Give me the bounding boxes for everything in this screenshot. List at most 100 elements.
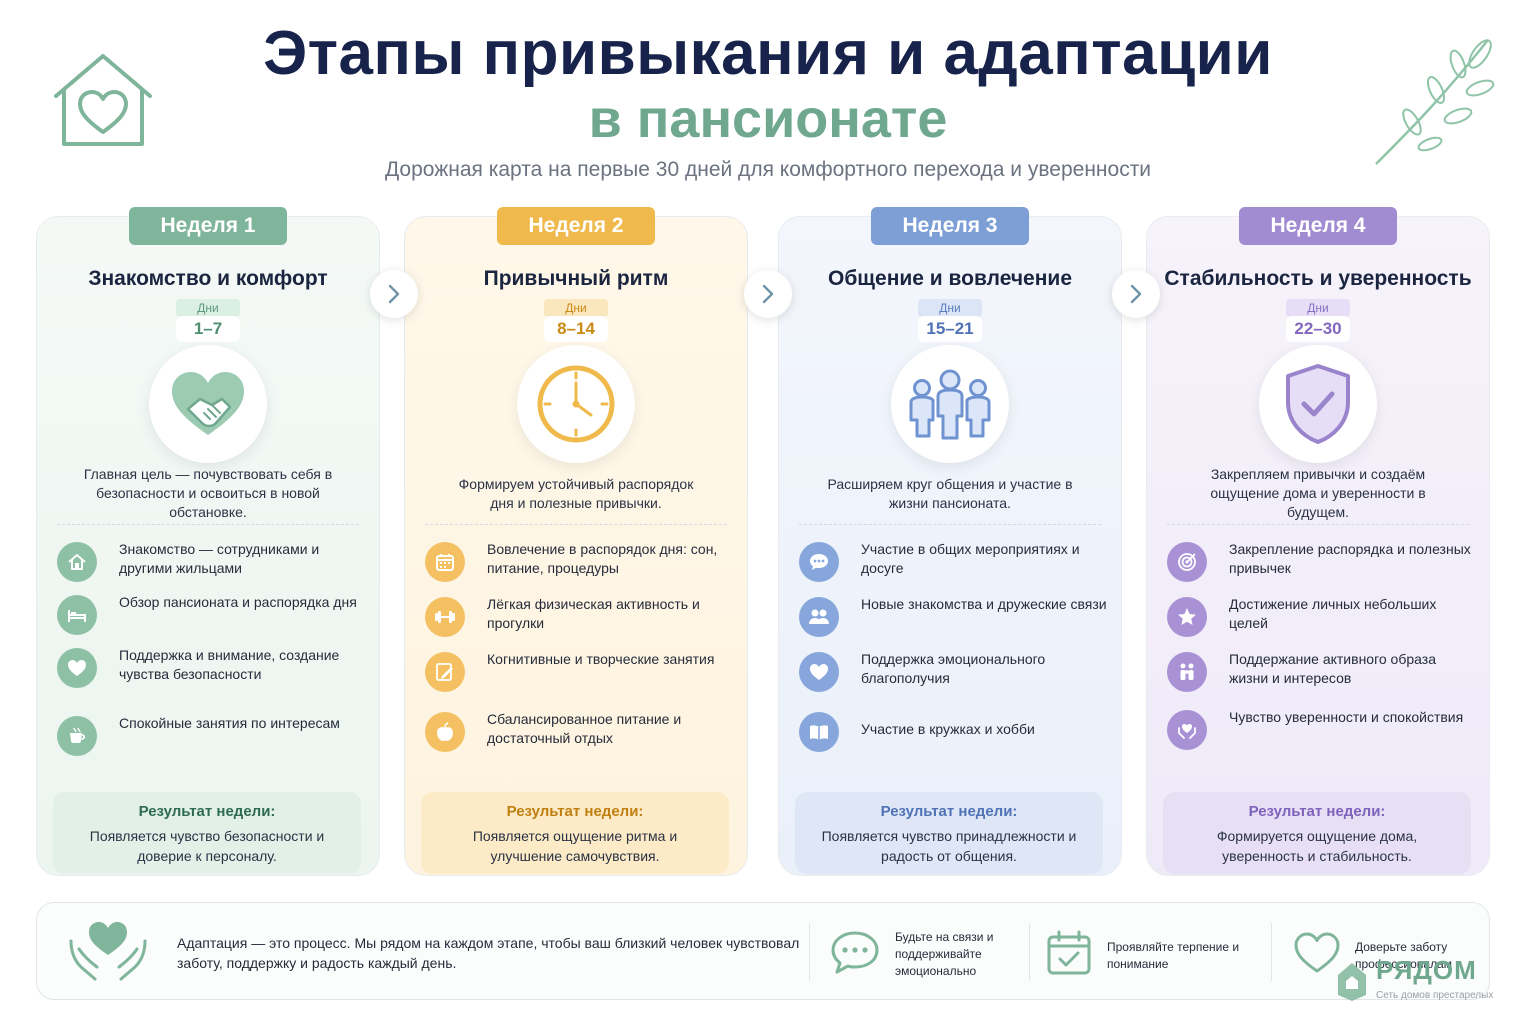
brand-name: РЯДОМ — [1376, 955, 1477, 985]
week-4-days-label: Дни — [1286, 299, 1350, 317]
week-4-goal: Закрепляем привычки и создаём ощущение д… — [1210, 466, 1426, 520]
cup-icon — [57, 716, 97, 756]
shield-check-icon — [1259, 345, 1377, 463]
list-item: Участие в общих мероприятиях и досуге — [799, 540, 1107, 590]
list-item: Поддержка и внимание, создание чувства б… — [57, 646, 365, 696]
week-4-title: Стабильность и уверенность — [1164, 267, 1472, 290]
footer-tip-3: Доверьте заботу профессионалам — [1293, 903, 1483, 1001]
list-item: Спокойные занятия по интересам — [57, 714, 365, 764]
week-1-divider — [57, 524, 359, 525]
footer-tip-1-text: Будьте на связи и поддерживайте эмоциона… — [895, 930, 994, 978]
week-2-card: Неделя 2 Привычный ритм Дни 8–14 Формиру… — [404, 207, 748, 876]
chevron-right-icon — [762, 284, 774, 304]
week-4-result-title: Результат недели: — [1248, 803, 1386, 820]
week-2-divider — [425, 524, 727, 525]
brand-logo: РЯДОМ Сеть домов престарелых — [1332, 955, 1522, 1015]
week-2-days: 8–14 — [544, 316, 608, 342]
house-heart-icon — [50, 50, 156, 155]
list-item-text: Обзор пансионата и распорядка дня — [119, 594, 357, 610]
heart-icon — [799, 652, 839, 692]
footer-divider — [1271, 923, 1272, 981]
apple-icon — [425, 712, 465, 752]
footer-divider — [809, 923, 810, 981]
week-3-title: Общение и вовлечение — [827, 267, 1072, 290]
week-4-result: Результат недели: Формируется ощущение д… — [1163, 792, 1471, 874]
week-3-goal: Расширяем круг общения и участие в жизни… — [827, 476, 1073, 511]
list-item: Вовлечение в распорядок дня: сон, питани… — [425, 540, 733, 590]
people-group-icon — [891, 345, 1009, 463]
week-3-days: 15–21 — [918, 316, 982, 342]
week-1-goal: Главная цель — почувствовать себя в безо… — [83, 466, 333, 520]
list-item: Лёгкая физическая активность и прогулки — [425, 595, 733, 645]
heart-hands-icon — [65, 915, 151, 992]
next-arrow-2 — [744, 270, 792, 318]
weeks-roadmap: Неделя 1 Знакомство и комфорт Дни 1–7 Гл… — [36, 206, 1500, 878]
list-item: Закрепление распорядка и полезных привыч… — [1167, 540, 1475, 590]
week-2-result-title: Результат недели: — [506, 803, 644, 820]
chevron-right-icon — [1130, 284, 1142, 304]
chat-icon — [799, 542, 839, 582]
week-3-result-title: Результат недели: — [880, 803, 1018, 820]
week-1-result-text: Появляется чувство безопасности и довери… — [89, 828, 325, 864]
book-icon — [799, 712, 839, 752]
week-4-divider — [1167, 524, 1469, 525]
list-item-text: Закрепление распорядка и полезных привыч… — [1229, 541, 1471, 576]
list-item-text: Поддержка эмоционального благополучия — [861, 651, 1046, 686]
pencil-icon — [425, 652, 465, 692]
page-title: Этапы привыкания и адаптации — [263, 19, 1273, 88]
brand-logo-icon — [1334, 957, 1370, 1006]
week-4-result-text: Формируется ощущение дома, уверенность и… — [1216, 828, 1418, 864]
heart-icon — [57, 648, 97, 688]
list-item: Участие в кружках и хобби — [799, 710, 1107, 760]
list-item-text: Сбалансированное питание и достаточный о… — [487, 711, 682, 746]
week-1-days: 1–7 — [176, 316, 240, 342]
footer-tip-2-text: Проявляйте терпение и понимание — [1107, 940, 1240, 971]
footer-tip-3-text: Доверьте заботу профессионалам — [1355, 940, 1452, 971]
week-3-card: Неделя 3 Общение и вовлечение Дни 15–21 … — [778, 207, 1122, 876]
week-1-title: Знакомство и комфорт — [88, 267, 328, 290]
users-icon — [799, 597, 839, 637]
week-2-title: Привычный ритм — [483, 267, 669, 290]
week-3-result: Результат недели: Появляется чувство при… — [795, 792, 1103, 874]
list-item: Достижение личных небольших целей — [1167, 595, 1475, 645]
week-4-badge: Неделя 4 — [1239, 207, 1397, 245]
list-item: Знакомство — сотрудниками и другими жиль… — [57, 540, 365, 590]
week-3-days-label: Дни — [918, 299, 982, 317]
list-item: Сбалансированное питание и достаточный о… — [425, 710, 733, 760]
list-item-text: Знакомство — сотрудниками и другими жиль… — [119, 541, 320, 576]
week-1-result-title: Результат недели: — [138, 803, 276, 820]
week-1-badge: Неделя 1 — [129, 207, 287, 245]
week-3-result-text: Появляется чувство принадлежности и радо… — [821, 828, 1077, 864]
list-item-text: Достижение личных небольших целей — [1229, 596, 1437, 631]
week-1-days-label: Дни — [176, 299, 240, 317]
chat-bubble-icon — [829, 929, 881, 980]
dumbbell-icon — [425, 597, 465, 637]
header: Этапы привыкания и адаптации в пансионат… — [0, 0, 1536, 200]
list-item: Чувство уверенности и спокойствия — [1167, 708, 1475, 758]
footer-banner: Адаптация — это процесс. Мы рядом на каж… — [36, 902, 1490, 1000]
family-icon — [1167, 652, 1207, 692]
heart-outline-icon — [1293, 931, 1341, 980]
week-4-card: Неделя 4 Стабильность и уверенность Дни … — [1146, 207, 1490, 876]
week-1-result: Результат недели: Появляется чувство без… — [53, 792, 361, 874]
leaf-branch-icon — [1370, 30, 1500, 175]
clock-icon — [517, 345, 635, 463]
chevron-right-icon — [388, 284, 400, 304]
week-2-days-label: Дни — [544, 299, 608, 317]
list-item-text: Участие в общих мероприятиях и досуге — [861, 541, 1080, 576]
bed-icon — [57, 595, 97, 635]
list-item-text: Поддержание активного образа жизни и инт… — [1229, 651, 1436, 686]
week-3-divider — [799, 524, 1101, 525]
footer-main-text: Адаптация — это процесс. Мы рядом на каж… — [177, 935, 800, 971]
heart-handshake-icon — [149, 345, 267, 463]
list-item: Поддержание активного образа жизни и инт… — [1167, 650, 1475, 700]
footer-tip-2: Проявляйте терпение и понимание — [1045, 903, 1265, 1001]
footer-divider — [1029, 923, 1030, 981]
list-item-text: Чувство уверенности и спокойствия — [1229, 709, 1464, 725]
heart-hands-icon — [1167, 710, 1207, 750]
brand-tagline: Сеть домов престарелых — [1376, 990, 1494, 1001]
list-item-text: Спокойные занятия по интересам — [119, 715, 340, 731]
list-item-text: Когнитивные и творческие занятия — [487, 651, 715, 667]
list-item-text: Вовлечение в распорядок дня: сон, питани… — [487, 541, 718, 576]
week-2-goal: Формируем устойчивый распорядок дня и по… — [458, 476, 694, 511]
